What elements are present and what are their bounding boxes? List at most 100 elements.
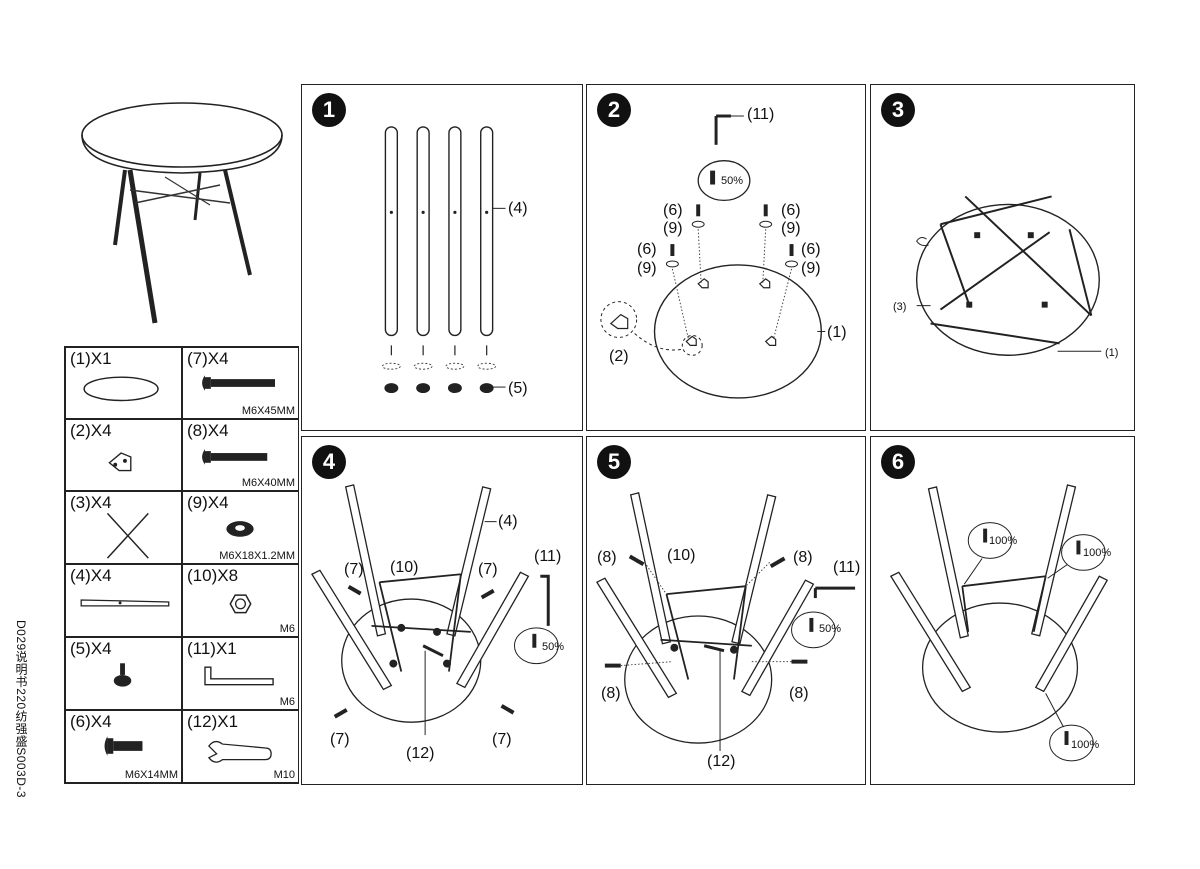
part-size: M6X45MM	[241, 405, 295, 417]
callout-label: (8)	[789, 685, 809, 702]
part-qty: (5)X4	[70, 639, 112, 658]
step-4-panel: 4 (4) (7) (10) (7) (11) 50% (12) (7) (7)	[301, 436, 583, 785]
callout-label: (11)	[747, 106, 775, 123]
callout-label: (12)	[707, 753, 736, 770]
callout-label: (11)	[534, 548, 562, 565]
callout-label: (4)	[508, 200, 528, 217]
bolt-medium-icon	[202, 449, 268, 465]
torque-label: 100%	[989, 535, 1018, 547]
part-cell-5: (5)X4	[65, 637, 182, 710]
part-cell-12: (12)X1 M10	[182, 710, 299, 783]
wrench-icon	[207, 740, 272, 763]
callout-label: (8)	[793, 549, 813, 566]
callout-label: (8)	[597, 549, 617, 566]
leg-icon	[80, 599, 170, 607]
bolt-long-icon	[202, 375, 276, 391]
part-qty: (4)X4	[70, 566, 112, 585]
callout-label: (10)	[667, 547, 696, 564]
callout-label: (9)	[781, 220, 801, 237]
callout-label: (5)	[508, 380, 528, 397]
part-cell-2: (2)X4	[65, 419, 182, 491]
callout-label: (1)	[827, 324, 847, 341]
callout-label: (7)	[344, 561, 364, 578]
torque-label: 50%	[721, 175, 744, 187]
part-cell-10: (10)X8 M6	[182, 564, 299, 637]
part-cell-4: (4)X4	[65, 564, 182, 637]
legs-and-glides-diagram	[381, 126, 506, 394]
document-code: D029说明书220纺强盛S003D-3	[14, 620, 28, 799]
step-5-panel: 5 (8) (10) (8) (11) 50% (8) (12) (8)	[586, 436, 866, 785]
callout-label: (6)	[663, 202, 683, 219]
part-cell-3: (3)X4	[65, 491, 182, 564]
torque-label: 50%	[542, 641, 565, 653]
callout-label: (9)	[663, 220, 683, 237]
step-number: 4	[312, 445, 346, 479]
part-size: M6X40MM	[241, 477, 295, 489]
callout-label: (10)	[390, 559, 419, 576]
part-qty: (10)X8	[187, 566, 239, 585]
torque-label: 50%	[819, 623, 842, 635]
part-qty: (11)X1	[187, 639, 237, 658]
part-qty: (2)X4	[70, 421, 112, 440]
part-cell-11: (11)X1 M6	[182, 637, 299, 710]
part-cell-6: (6)X4 M6X14MM	[65, 710, 182, 783]
part-size: M6X18X1.2MM	[219, 550, 295, 562]
callout-label: (6)	[781, 202, 801, 219]
callout-label: (9)	[801, 260, 821, 277]
part-size: M6	[279, 696, 295, 708]
leg-bolting-diagram	[596, 492, 856, 751]
part-qty: (1)X1	[70, 349, 112, 368]
part-cell-9: (9)X4 M6X18X1.2MM	[182, 491, 299, 564]
part-cell-8: (8)X4 M6X40MM	[182, 419, 299, 491]
final-tightening-diagram	[889, 484, 1109, 762]
parts-list: (1)X1 (7)X4 M6X45MM (2)X4 (8)X4 M6X40MM …	[64, 346, 299, 784]
callout-label: (7)	[330, 731, 350, 748]
part-qty: (8)X4	[187, 421, 229, 440]
callout-label: (9)	[637, 260, 657, 277]
step-1-panel: 1 (4) (5)	[301, 84, 583, 431]
torque-label: 100%	[1071, 739, 1100, 751]
step-number: 2	[597, 93, 631, 127]
callout-label: (8)	[601, 685, 621, 702]
part-qty: (3)X4	[70, 493, 112, 512]
step-3-panel: 3 (3) (1)	[870, 84, 1135, 431]
step-number: 3	[881, 93, 915, 127]
cross-brace-diagram	[915, 195, 1102, 356]
part-size: M6X14MM	[124, 769, 178, 781]
callout-label: (4)	[498, 513, 518, 530]
nut-icon	[229, 594, 252, 614]
torque-label: 100%	[1083, 547, 1112, 559]
callout-label: (1)	[1105, 347, 1119, 359]
callout-label: (6)	[801, 241, 821, 258]
step-number: 6	[881, 445, 915, 479]
table-illustration	[81, 102, 283, 324]
leg-attachment-diagram	[311, 484, 559, 736]
washer-icon	[226, 521, 254, 537]
tabletop-icon	[83, 376, 159, 402]
callout-label: (6)	[637, 241, 657, 258]
part-qty: (9)X4	[187, 493, 229, 512]
part-size: M6	[279, 623, 295, 635]
callout-label: (7)	[492, 731, 512, 748]
part-qty: (6)X4	[70, 712, 112, 731]
callout-label: (7)	[478, 561, 498, 578]
callout-label: (3)	[893, 301, 907, 313]
step-2-panel: 2 (11) 50% (6) (9) (6) (9) (6) (9) (6) (…	[586, 84, 866, 431]
bolt-short-icon	[104, 736, 143, 756]
bracket-icon	[108, 452, 132, 472]
step-number: 1	[312, 93, 346, 127]
allen-key-icon	[204, 666, 274, 686]
step-6-panel: 6 100% 100% 100%	[870, 436, 1135, 785]
part-qty: (7)X4	[187, 349, 229, 368]
part-size: M10	[273, 769, 295, 781]
callout-label: (2)	[609, 348, 629, 365]
callout-label: (12)	[406, 745, 435, 762]
foot-glide-icon	[113, 663, 132, 687]
part-qty: (12)X1	[187, 712, 239, 731]
part-cell-1: (1)X1	[65, 347, 182, 419]
step-number: 5	[597, 445, 631, 479]
cross-brace-icon	[106, 512, 149, 559]
plate-mounting-diagram	[600, 114, 826, 399]
part-cell-7: (7)X4 M6X45MM	[182, 347, 299, 419]
callout-label: (11)	[833, 559, 861, 576]
